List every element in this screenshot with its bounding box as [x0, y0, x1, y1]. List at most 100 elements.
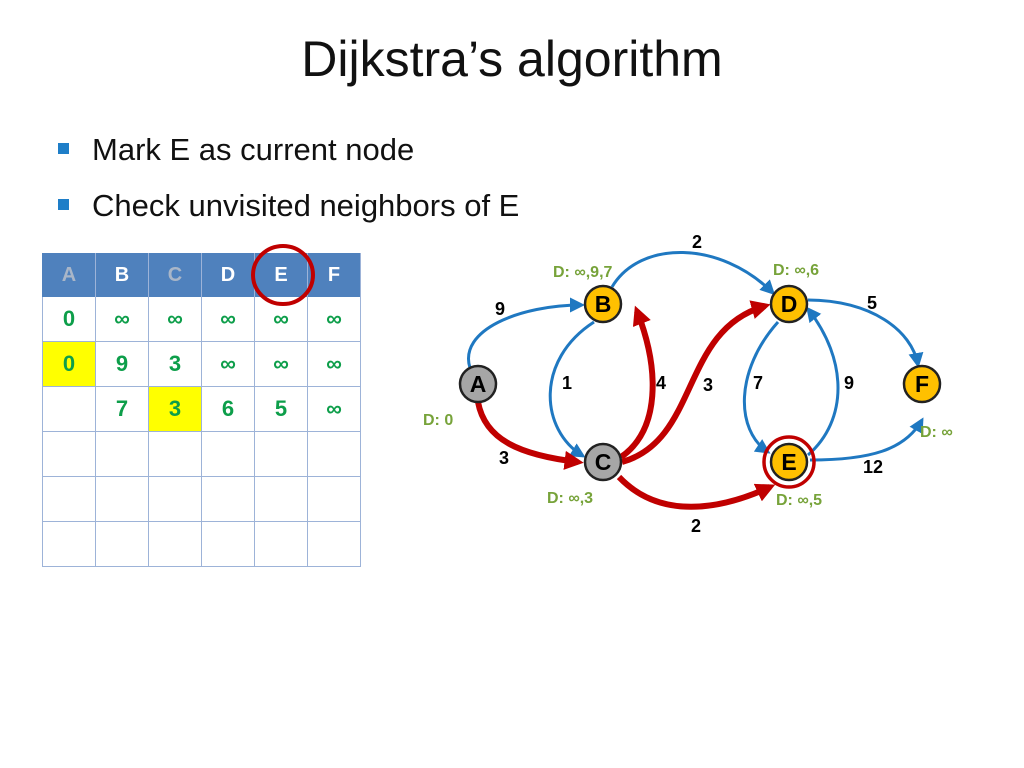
- table-cell: [307, 476, 361, 522]
- weight-b-c: 1: [562, 373, 572, 393]
- table-cell: [42, 431, 96, 477]
- table-cell: [148, 476, 202, 522]
- table-row: [42, 476, 361, 522]
- table-cell: [148, 521, 202, 567]
- distance-table: A B C D E F 0 ∞ ∞ ∞ ∞ ∞ 0 9 3 ∞ ∞ ∞ 7 3 …: [42, 253, 361, 567]
- header-cell-a: A: [42, 253, 96, 297]
- table-cell: ∞: [201, 297, 255, 342]
- table-cell: [95, 521, 149, 567]
- slide-title: Dijkstra’s algorithm: [301, 31, 723, 87]
- table-header-row: A B C D E F: [42, 253, 361, 297]
- current-node-marker: [762, 435, 816, 489]
- header-cell-c: C: [148, 253, 202, 297]
- square-bullet-icon: [58, 143, 69, 154]
- node-label-b: B: [595, 291, 612, 317]
- weight-c-d: 3: [703, 375, 713, 395]
- table-cell: ∞: [254, 297, 308, 342]
- edge-d-f: [807, 298, 924, 368]
- bullet-item: Mark E as current node: [58, 126, 519, 182]
- edge-b-d: [610, 251, 776, 296]
- table-cell: [42, 476, 96, 522]
- node-b: [583, 284, 623, 324]
- node-a: [458, 364, 498, 404]
- edge-e-f: [809, 417, 924, 462]
- edges-normal: [467, 251, 924, 462]
- table-cell: [95, 431, 149, 477]
- table-row: [42, 521, 361, 567]
- weight-b-d: 2: [692, 232, 702, 252]
- table-cell: [42, 386, 96, 432]
- table-row: 0 9 3 ∞ ∞ ∞: [42, 341, 361, 387]
- header-cell-e: E: [254, 253, 308, 297]
- node-labels: A B C D E F: [470, 291, 929, 475]
- node-label-a: A: [470, 371, 487, 397]
- weight-d-e: 7: [753, 373, 763, 393]
- table-cell: [201, 476, 255, 522]
- node-e: [769, 442, 809, 482]
- table-cell: ∞: [307, 341, 361, 387]
- graph-nodes: [458, 284, 942, 482]
- table-cell: 3: [148, 341, 202, 387]
- table-cell: 6: [201, 386, 255, 432]
- table-cell: ∞: [95, 297, 149, 342]
- table-row: 7 3 6 5 ∞: [42, 386, 361, 432]
- bullet-text: Check unvisited neighbors of E: [92, 188, 520, 223]
- table-cell: ∞: [148, 297, 202, 342]
- table-cell: 0: [42, 297, 96, 342]
- weight-a-b: 9: [495, 299, 505, 319]
- table-cell: [307, 431, 361, 477]
- table-cell: 7: [95, 386, 149, 432]
- distance-labels: D: 0 D: ∞,9,7 D: ∞,3 D: ∞,6 D: ∞,5 D: ∞: [423, 262, 953, 509]
- node-d: [769, 284, 809, 324]
- table-cell: [201, 521, 255, 567]
- edge-d-e: [742, 320, 780, 454]
- weight-e-d: 9: [844, 373, 854, 393]
- node-label-f: F: [915, 371, 929, 397]
- table-row: 0 ∞ ∞ ∞ ∞ ∞: [42, 297, 361, 342]
- edge-a-b: [467, 297, 585, 369]
- table-cell: [201, 431, 255, 477]
- header-cell-b: B: [95, 253, 149, 297]
- edge-weights: 9 3 1 4 2 3 2 7 9 5 12: [495, 232, 883, 536]
- table-cell: ∞: [307, 386, 361, 432]
- table-cell: [254, 476, 308, 522]
- node-label-c: C: [595, 449, 612, 475]
- distance-b: D: ∞,9,7: [553, 264, 613, 281]
- bullet-text: Mark E as current node: [92, 132, 415, 167]
- weight-c-b: 4: [656, 373, 666, 393]
- table-cell: 5: [254, 386, 308, 432]
- header-cell-f: F: [307, 253, 361, 297]
- edge-c-e: [616, 474, 776, 510]
- table-cell: 9: [95, 341, 149, 387]
- square-bullet-icon: [58, 199, 69, 210]
- header-cell-d: D: [201, 253, 255, 297]
- table-cell: ∞: [254, 341, 308, 387]
- edge-e-d: [806, 306, 840, 457]
- distance-e: D: ∞,5: [776, 492, 822, 509]
- table-cell: ∞: [307, 297, 361, 342]
- node-label-d: D: [781, 291, 798, 317]
- edge-c-d: [621, 300, 771, 465]
- bullet-item: Check unvisited neighbors of E: [58, 182, 519, 238]
- bullet-list: Mark E as current node Check unvisited n…: [58, 126, 519, 238]
- table-cell: ∞: [201, 341, 255, 387]
- weight-d-f: 5: [867, 293, 877, 313]
- node-c: [583, 442, 623, 482]
- distance-f: D: ∞: [920, 424, 953, 441]
- table-cell: [254, 521, 308, 567]
- table-cell: [95, 476, 149, 522]
- node-f: [902, 364, 942, 404]
- table-cell: [307, 521, 361, 567]
- table-cell: [254, 431, 308, 477]
- distance-c: D: ∞,3: [547, 490, 593, 507]
- edge-c-b: [619, 305, 656, 460]
- edge-a-c: [475, 401, 584, 470]
- current-column-marker: [251, 244, 315, 306]
- distance-a: D: 0: [423, 412, 453, 429]
- table-row: [42, 431, 361, 477]
- table-cell: [148, 431, 202, 477]
- table-cell-highlighted: 3: [148, 386, 202, 432]
- weight-e-f: 12: [863, 457, 883, 477]
- weight-c-e: 2: [691, 516, 701, 536]
